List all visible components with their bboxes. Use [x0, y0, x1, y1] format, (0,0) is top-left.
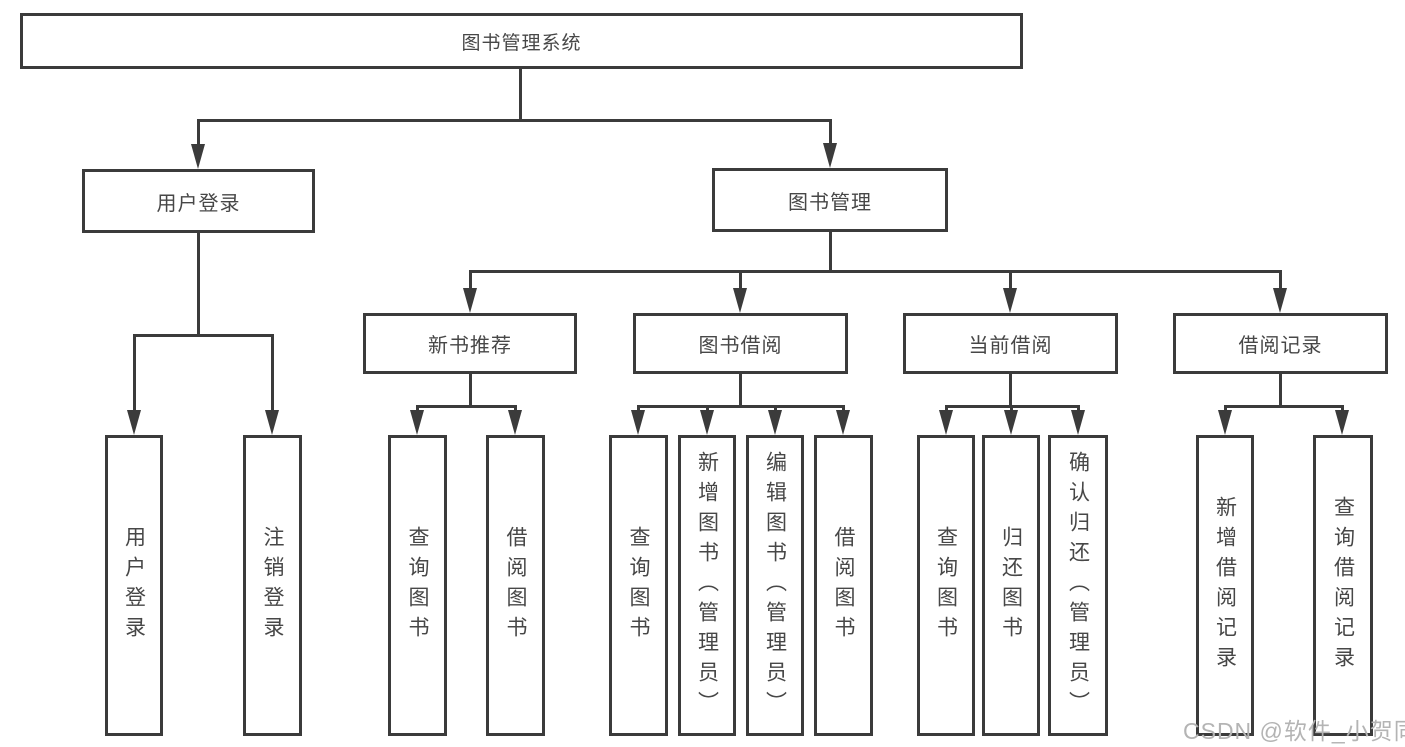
- node-borrow-records: 借阅记录: [1173, 313, 1388, 374]
- connector-line: [514, 405, 517, 413]
- connector-line: [469, 270, 472, 290]
- leaf-return-book: 归还图书: [982, 435, 1040, 736]
- connector-line: [829, 232, 832, 272]
- arrowhead-down: [631, 410, 645, 435]
- leaf-query-book-borrow: 查询图书: [609, 435, 668, 736]
- arrowhead-down: [191, 144, 205, 169]
- node-user-login: 用户登录: [82, 169, 315, 233]
- connector-line: [469, 374, 472, 407]
- csdn-watermark: CSDN @软件_小贺同学: [1183, 718, 1405, 744]
- arrowhead-down: [463, 288, 477, 313]
- connector-line: [1224, 405, 1344, 408]
- connector-line: [637, 405, 640, 413]
- leaf-confirm-return-admin: 确认归还（管理员）: [1048, 435, 1108, 736]
- leaf-add-borrow-record: 新增借阅记录: [1196, 435, 1254, 736]
- connector-line: [197, 119, 200, 146]
- connector-line: [1077, 405, 1080, 413]
- arrowhead-down: [1335, 410, 1349, 435]
- node-new-book-recommend: 新书推荐: [363, 313, 577, 374]
- connector-line: [842, 405, 845, 413]
- connector-line: [133, 334, 136, 412]
- arrowhead-down: [127, 410, 141, 435]
- arrowhead-down: [508, 410, 522, 435]
- leaf-borrow-book-new: 借阅图书: [486, 435, 545, 736]
- arrowhead-down: [768, 410, 782, 435]
- connector-line: [637, 405, 845, 408]
- node-book-management: 图书管理: [712, 168, 948, 232]
- connector-line: [1279, 374, 1282, 407]
- connector-line: [1279, 270, 1282, 290]
- connector-line: [1341, 405, 1344, 413]
- arrowhead-down: [836, 410, 850, 435]
- connector-line: [1009, 270, 1012, 290]
- arrowhead-down: [1004, 410, 1018, 435]
- connector-line: [1224, 405, 1227, 413]
- leaf-edit-book-admin: 编辑图书（管理员）: [746, 435, 804, 736]
- connector-line: [774, 405, 777, 413]
- leaf-query-borrow-record: 查询借阅记录: [1313, 435, 1373, 736]
- leaf-logout: 注销登录: [243, 435, 302, 736]
- connector-line: [706, 405, 709, 413]
- connector-line: [271, 334, 274, 412]
- connector-line: [416, 405, 517, 408]
- connector-line: [739, 270, 742, 290]
- arrowhead-down: [1218, 410, 1232, 435]
- connector-line: [945, 405, 948, 413]
- connector-line: [197, 233, 200, 336]
- arrowhead-down: [700, 410, 714, 435]
- arrowhead-down: [1071, 410, 1085, 435]
- arrowhead-down: [939, 410, 953, 435]
- leaf-user-login: 用户登录: [105, 435, 163, 736]
- connector-line: [1010, 405, 1013, 413]
- leaf-add-book-admin: 新增图书（管理员）: [678, 435, 736, 736]
- connector-line: [829, 119, 832, 145]
- connector-line: [739, 374, 742, 407]
- node-root-system: 图书管理系统: [20, 13, 1023, 69]
- arrowhead-down: [1273, 288, 1287, 313]
- arrowhead-down: [823, 143, 837, 168]
- connector-line: [469, 270, 1282, 273]
- node-current-borrow: 当前借阅: [903, 313, 1118, 374]
- node-book-borrow: 图书借阅: [633, 313, 848, 374]
- connector-line: [416, 405, 419, 413]
- arrowhead-down: [733, 288, 747, 313]
- connector-line: [133, 334, 274, 337]
- arrowhead-down: [410, 410, 424, 435]
- leaf-borrow-book-borrow: 借阅图书: [814, 435, 873, 736]
- arrowhead-down: [1003, 288, 1017, 313]
- leaf-query-book-new: 查询图书: [388, 435, 447, 736]
- arrowhead-down: [265, 410, 279, 435]
- connector-line: [1009, 374, 1012, 407]
- connector-line: [519, 68, 522, 121]
- connector-line: [197, 119, 832, 122]
- leaf-query-book-current: 查询图书: [917, 435, 975, 736]
